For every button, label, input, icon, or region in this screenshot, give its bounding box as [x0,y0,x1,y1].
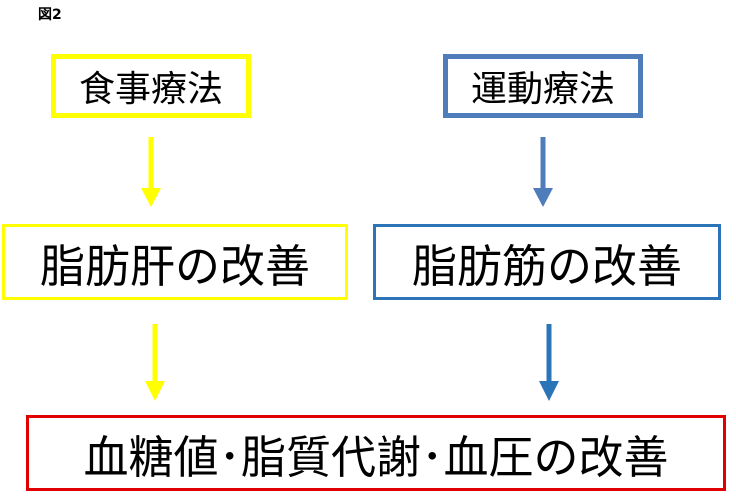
arrow-diet-to-fatty-liver [141,137,161,207]
metabolic-improvement-label: 血糖値･脂質代謝･血圧の改善 [83,430,669,484]
fatty-muscle-improvement-box: 脂肪筋の改善 [373,224,721,300]
metabolic-improvement-box: 血糖値･脂質代謝･血圧の改善 [26,415,726,491]
arrow-fatty-liver-to-metabolic [145,324,165,401]
exercise-therapy-box: 運動療法 [443,54,643,118]
exercise-therapy-label: 運動療法 [470,69,615,110]
diet-therapy-box: 食事療法 [51,54,251,118]
arrow-exercise-to-fatty-muscle [533,137,553,207]
diet-therapy-label: 食事療法 [78,69,223,110]
arrow-fatty-muscle-to-metabolic [539,324,559,401]
figure-label: 図2 [38,7,62,23]
fatty-liver-improvement-label: 脂肪肝の改善 [39,239,310,293]
fatty-muscle-improvement-label: 脂肪筋の改善 [411,239,682,293]
fatty-liver-improvement-box: 脂肪肝の改善 [2,224,348,300]
